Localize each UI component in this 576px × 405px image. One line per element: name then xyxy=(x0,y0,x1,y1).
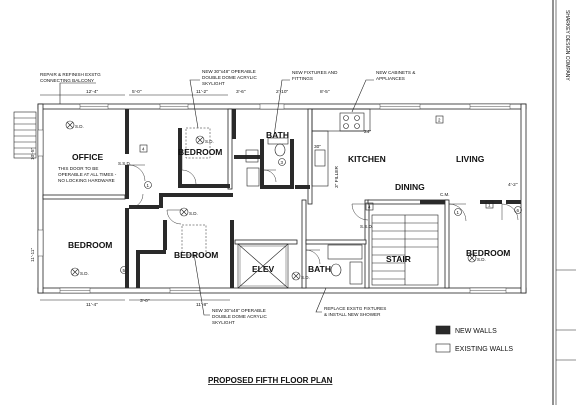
note-balcony-line1: REPAIR & REFINISH EXSTG xyxy=(40,72,101,77)
note-balcony: REPAIR & REFINISH EXSTG CONNECTING BALCO… xyxy=(40,72,101,83)
note-replace-fixtures-line2: & INSTALL NEW SHOWER xyxy=(324,312,381,317)
drawing-title: PROPOSED FIFTH FLOOR PLAN xyxy=(208,376,333,385)
light-fixtures xyxy=(65,120,477,281)
title-block-company: SHARKEY DESIGN COMPANY xyxy=(564,10,570,81)
kitchen-fixtures xyxy=(245,108,371,187)
note-skylight-top-line1: NEW 30"x48" OPERABLE xyxy=(202,69,256,74)
note-office-door-line3: NO LOCKING HARDWARE xyxy=(58,178,115,183)
bath-lower-fixtures xyxy=(327,244,363,285)
elevator-shaft xyxy=(237,243,289,289)
sd-label-office: S.D. xyxy=(75,124,84,129)
note-skylight-top: NEW 30"x48" OPERABLE DOUBLE DOME ACRYLIC… xyxy=(202,69,257,86)
note-skylight-bottom-line1: NEW 30"x48" OPERABLE xyxy=(212,308,266,313)
windows xyxy=(37,103,511,294)
sd-label-bedroom-upper: S.D. xyxy=(205,139,214,144)
sd-label-bedroom-middle: S.D. xyxy=(189,211,198,216)
note-skylight-bottom-line2: DOUBLE DOME ACRYLIC xyxy=(212,314,267,319)
note-skylight-bottom-line3: SKYLIGHT xyxy=(212,320,235,325)
dim-left-top: 10'-5" xyxy=(30,147,36,160)
dim-small-d: 3'-0" xyxy=(140,298,150,304)
room-office: OFFICE xyxy=(72,152,103,162)
note-replace-fixtures-line1: REPLACE EXSTG FIXTURES xyxy=(324,306,386,311)
dim-small-f: 4'-2" xyxy=(508,182,518,188)
room-elevator: ELEV xyxy=(252,264,275,274)
dim-small-c: 2'-10" xyxy=(276,89,289,95)
tag-4b: 4 xyxy=(368,205,371,210)
dim-small-e: 8'-5" xyxy=(320,89,330,95)
tag-5: 5 xyxy=(123,268,126,273)
title-block: SHARKEY DESIGN COMPANY xyxy=(552,0,576,405)
note-replace-fixtures: REPLACE EXSTG FIXTURES & INSTALL NEW SHO… xyxy=(324,306,386,317)
note-skylight-top-line3: SKYLIGHT xyxy=(202,81,225,86)
tag-3: 3 xyxy=(281,160,284,165)
note-cabinets: NEW CABINETS & APPLIANCES xyxy=(376,70,415,81)
note-fixtures-top-line2: FITTINGS xyxy=(292,76,313,81)
room-bath-lower: BATH xyxy=(308,264,331,274)
note-office-door: THIS DOOR TO BE OPERABLE AT ALL TIMES - … xyxy=(58,166,117,183)
legend: NEW WALLS EXISTING WALLS xyxy=(435,325,513,353)
tag-6: 6 xyxy=(517,208,520,213)
ssd-label-upper: S.S.D. xyxy=(118,161,131,166)
note-balcony-line2: CONNECTING BALCONY xyxy=(40,78,94,83)
note-fixtures-top: NEW FIXTURES AND FITTINGS xyxy=(292,70,338,81)
room-bedroom-middle: BEDROOM xyxy=(174,250,218,260)
tag-2: 2 xyxy=(438,118,441,123)
tag-1: 1 xyxy=(147,183,150,188)
room-labels: OFFICE BEDROOM BATH KITCHEN LIVING DININ… xyxy=(68,130,510,274)
legend-label-existing: EXISTING WALLS xyxy=(455,346,513,353)
room-dining: DINING xyxy=(395,182,425,192)
note-cabinets-line1: NEW CABINETS & xyxy=(376,70,415,75)
room-bedroom-left: BEDROOM xyxy=(68,240,112,250)
dim-small-a: 5'-0" xyxy=(132,89,142,95)
legend-swatch-existing xyxy=(435,343,451,353)
dim-filler: 3" FILLER xyxy=(334,165,340,188)
dim-bottom-left: 11'-4" xyxy=(86,302,98,308)
door-swings xyxy=(128,155,519,265)
note-fixtures-top-line1: NEW FIXTURES AND xyxy=(292,70,338,75)
dim-top-left: 12'-4" xyxy=(86,89,99,95)
tag-1b: 1 xyxy=(457,210,460,215)
cm-label: C.M. xyxy=(440,192,450,197)
room-bath-upper: BATH xyxy=(266,130,289,140)
room-bedroom-right: BEDROOM xyxy=(466,248,510,258)
legend-swatch-new xyxy=(435,325,451,335)
tag-4: 4 xyxy=(142,147,145,152)
room-living: LIVING xyxy=(456,154,485,164)
dim-left-bottom: 11'-11" xyxy=(30,248,36,262)
stair-run xyxy=(371,214,439,286)
note-cabinets-line2: APPLIANCES xyxy=(376,76,405,81)
interior-walls-existing xyxy=(42,108,450,289)
leader-lines xyxy=(59,79,374,316)
dim-30: 30" xyxy=(314,144,321,150)
room-bedroom-upper: BEDROOM xyxy=(178,147,222,157)
dim-small-b: 3'-6" xyxy=(236,89,246,95)
legend-label-new: NEW WALLS xyxy=(455,328,497,335)
sd-label-bedroom-left: S.D. xyxy=(80,271,89,276)
note-skylight-top-line2: DOUBLE DOME ACRYLIC xyxy=(202,75,257,80)
tags: 2 4 1 5 1 1 6 3 4 xyxy=(120,115,522,274)
interior-walls-new xyxy=(125,109,521,288)
note-office-door-line1: THIS DOOR TO BE xyxy=(58,166,98,171)
ssd-label-dining: S.S.D. xyxy=(360,224,373,229)
note-office-door-line2: OPERABLE AT ALL TIMES - xyxy=(58,172,117,177)
sd-label-bath: S.D. xyxy=(301,275,310,280)
dim-24: 24" xyxy=(364,129,371,135)
dimensions: 12'-4" 11'-2" 11'-4" 11'-8" 10'-5" 11'-1… xyxy=(30,89,518,308)
dim-top-mid: 11'-2" xyxy=(196,89,208,95)
note-skylight-bottom: NEW 30"x48" OPERABLE DOUBLE DOME ACRYLIC… xyxy=(212,308,267,325)
room-stair: STAIR xyxy=(386,254,411,264)
balcony-stairs xyxy=(13,111,37,159)
sd-label-bedroom-right: S.D. xyxy=(477,257,486,262)
smoke-detectors: S.D. S.D. S.D. S.D. S.D. S.D. S.S.D. S.S… xyxy=(75,124,486,280)
room-kitchen: KITCHEN xyxy=(348,154,386,164)
tag-1c: 1 xyxy=(488,203,491,208)
